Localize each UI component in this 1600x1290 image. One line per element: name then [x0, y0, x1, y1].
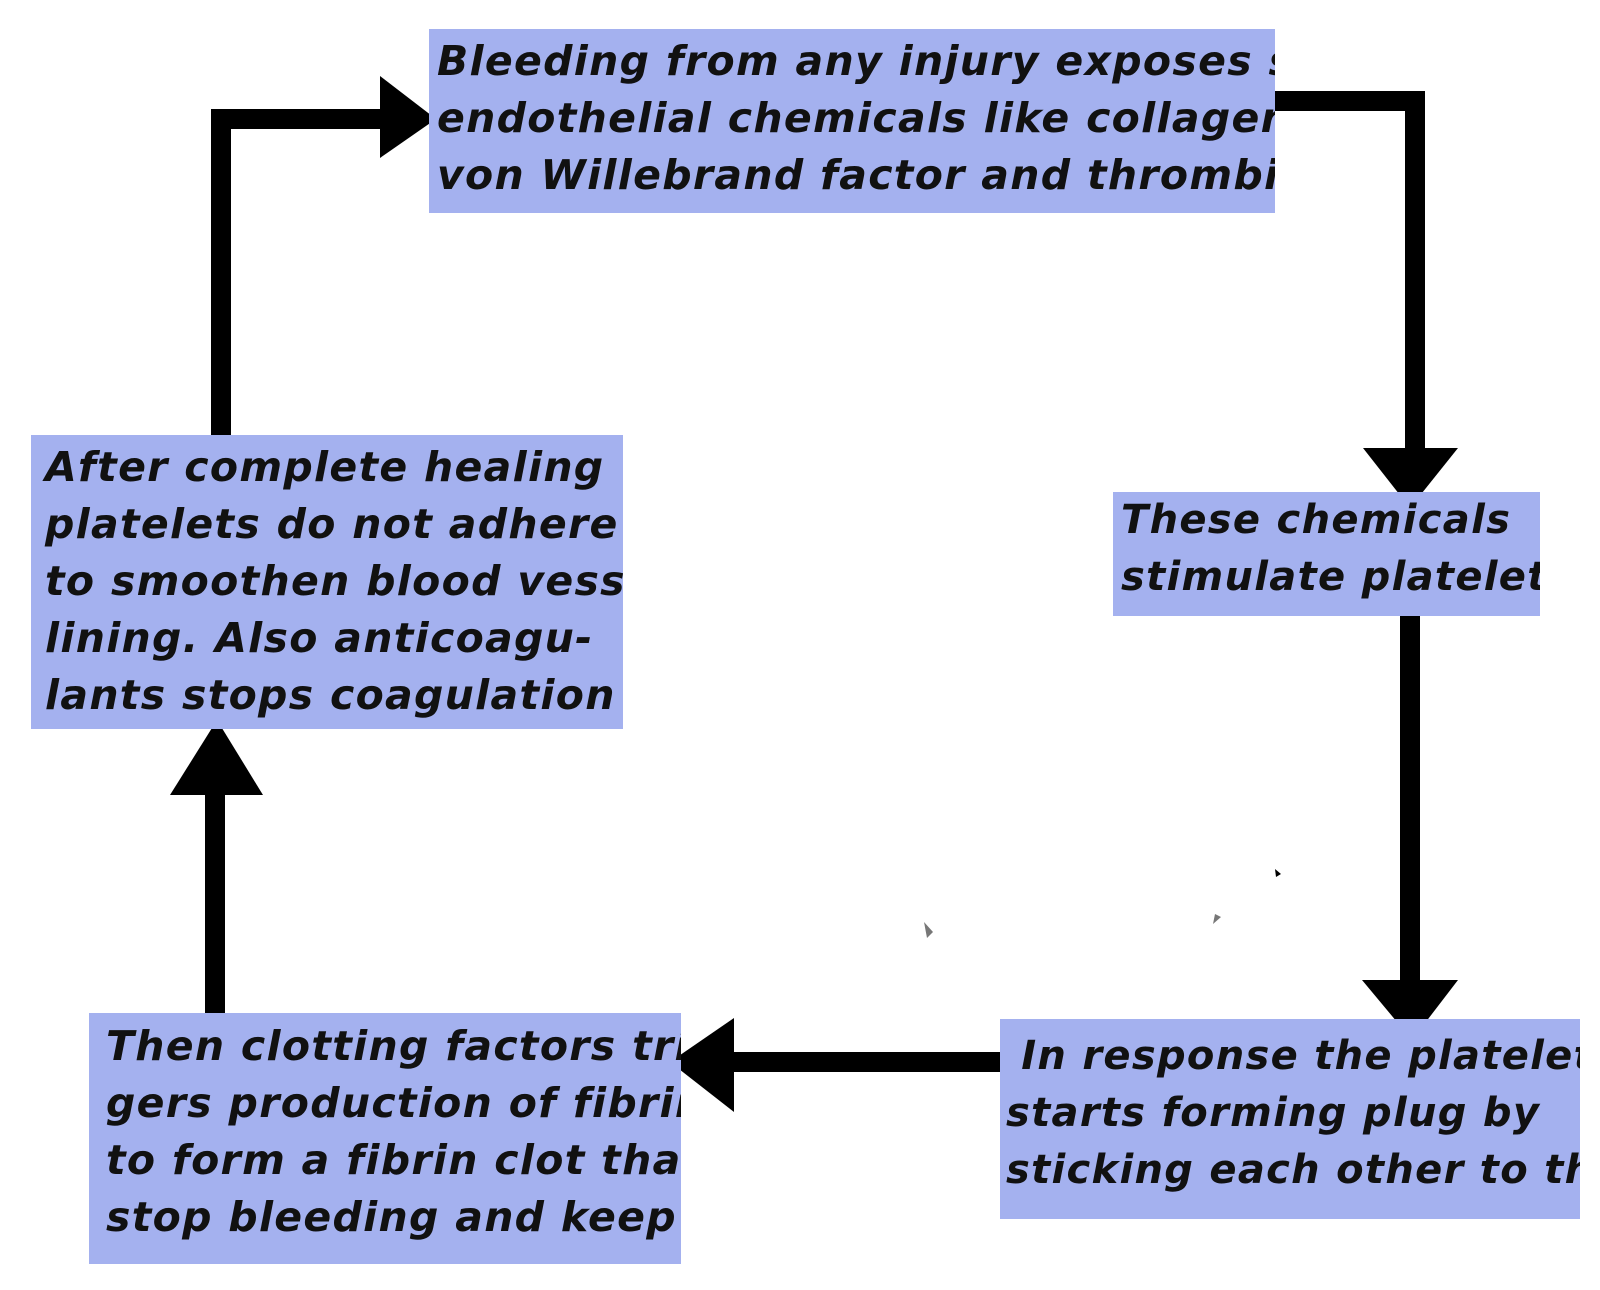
step-box-platelet-plug: In response the platelets starts forming…: [1000, 1019, 1580, 1219]
step-text-line: to form a fibrin clot that: [106, 1136, 681, 1184]
arrowhead-right-to-bottom-right: [1362, 980, 1458, 1040]
step-box-fibrin-clot: Then clotting factors trig- gers product…: [89, 1013, 681, 1264]
step-text-line: endothelial chemicals like collagen,: [437, 94, 1275, 142]
step-text-line: lants stops coagulation: [45, 671, 616, 719]
step-text-line: von Willebrand factor and thrombin: [437, 151, 1275, 199]
step-box-stimulate-platelets: These chemicals stimulate platelets: [1113, 492, 1540, 616]
step-text-line: In response the platelets: [1006, 1033, 1580, 1079]
step-text-line: starts forming plug by: [1006, 1090, 1541, 1136]
step-text-line: gers production of fibrin: [106, 1079, 681, 1127]
step-box-bleeding: Bleeding from any injury exposes sub- en…: [429, 29, 1275, 213]
step-text-line: Bleeding from any injury exposes sub-: [437, 37, 1275, 85]
step-text-line: lining. Also anticoagu-: [45, 614, 594, 662]
step-text-line: stop bleeding and keep: [106, 1193, 677, 1241]
step-text-line: platelets do not adhere: [45, 500, 619, 548]
arrowhead-left-to-top: [380, 76, 436, 158]
step-text-line: to smoothen blood vessel: [45, 557, 623, 605]
arrow-top-to-right: [1275, 91, 1425, 458]
step-text-line: stimulate platelets: [1121, 554, 1540, 600]
step-text-line: These chemicals: [1121, 497, 1512, 543]
step-text-line: sticking each other to the: [1006, 1147, 1580, 1193]
step-text-line: Then clotting factors trig-: [106, 1022, 681, 1070]
arrowhead-top-to-right: [1363, 448, 1458, 508]
stray-mark: [924, 922, 933, 938]
step-box-healing: After complete healing platelets do not …: [31, 435, 623, 729]
step-text-line: After complete healing: [45, 443, 605, 491]
arrow-left-to-top: [211, 109, 392, 435]
stray-mark: [1213, 914, 1221, 924]
arrowhead-bottom-right-to-bottom-left: [670, 1018, 734, 1112]
stray-mark: [1275, 869, 1281, 877]
arrowhead-bottom-left-to-left: [170, 720, 263, 795]
